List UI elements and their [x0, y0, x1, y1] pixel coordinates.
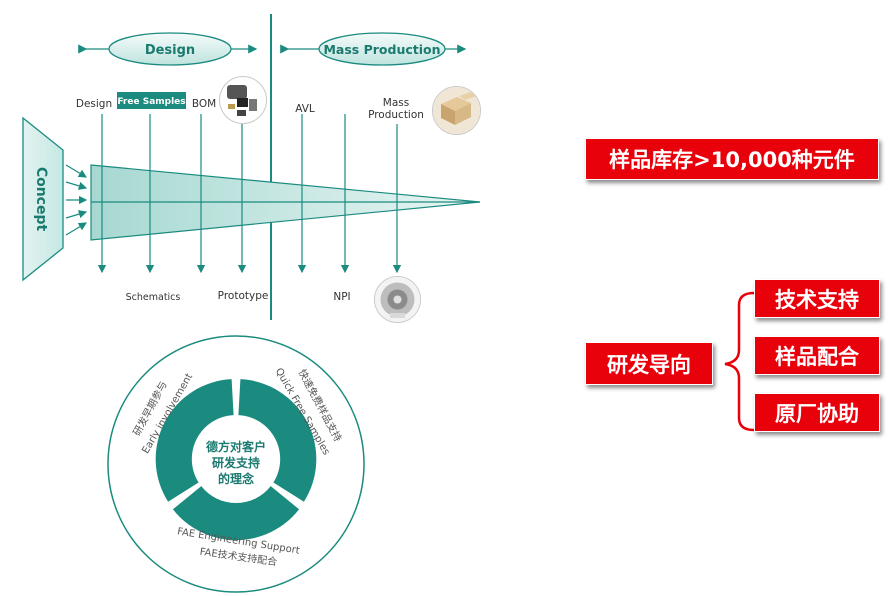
input-arrow	[65, 164, 88, 178]
circle-center-line2: 研发支持	[212, 455, 260, 470]
bracket	[724, 291, 755, 432]
mass-production-label-line2: Production	[368, 109, 424, 121]
schematics-label: Schematics	[126, 292, 181, 303]
manufacturer-assist-label: 原厂协助	[754, 393, 880, 432]
concept-label: Concept	[33, 167, 49, 232]
design-phase-ellipse	[108, 32, 232, 66]
circle-center-line3: 的理念	[218, 471, 254, 486]
npi-reel-image	[374, 276, 421, 323]
segment-early-involvement	[155, 379, 234, 502]
circle-center-line1: 德方对客户	[206, 439, 266, 454]
mass-production-boxes-image	[432, 86, 481, 135]
input-arrow	[65, 222, 88, 236]
input-arrow	[65, 181, 88, 190]
npi-label: NPI	[333, 291, 350, 303]
concept-block	[22, 116, 64, 282]
mass-phase-label: Mass Production	[323, 42, 440, 57]
outer-ring	[107, 335, 365, 593]
input-arrow	[65, 210, 88, 219]
design-label: Design	[76, 98, 112, 110]
segment-fae-engineering-support	[172, 486, 300, 541]
free-samples-badge	[117, 92, 186, 109]
tech-support-label: 技术支持	[754, 279, 880, 318]
mass-phase-ellipse	[318, 32, 446, 66]
segment-quick-free-samples	[238, 379, 317, 502]
prototype-label: Prototype	[218, 290, 269, 302]
mass-production-label-line1: Mass	[383, 97, 409, 109]
rd-oriented-label: 研发导向	[585, 342, 713, 385]
sample-stock-label: 样品库存>10,000种元件	[585, 138, 879, 180]
sample-cooperation-label: 样品配合	[754, 336, 880, 375]
bom-components-image	[219, 76, 267, 124]
design-phase-label: Design	[145, 43, 195, 58]
avl-label: AVL	[295, 103, 315, 115]
bom-label: BOM	[192, 98, 216, 110]
free-samples-label: Free Samples	[117, 97, 185, 107]
